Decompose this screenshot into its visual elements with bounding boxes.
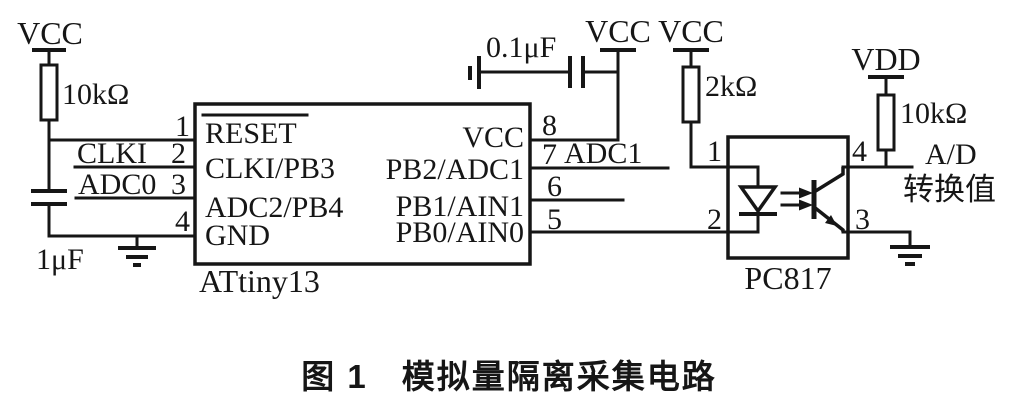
arrow-head	[799, 199, 813, 211]
output-label-line2: 转换值	[903, 172, 996, 207]
vdd-label: VDD	[851, 41, 920, 77]
clki-net-label: CLKI	[77, 137, 147, 170]
mcu-pin-number: 1	[175, 110, 190, 143]
mcu-pin-number: 7	[542, 138, 557, 171]
adc0-net-label: ADC0	[78, 168, 156, 201]
capacitor-reset-value: 1μF	[36, 243, 84, 276]
capacitor-decoupling-value: 0.1μF	[486, 31, 556, 64]
mcu-pin-label-vcc: VCC	[462, 121, 524, 154]
mcu-pin-number: 5	[547, 203, 562, 236]
ground-symbol-left	[118, 234, 156, 267]
mcu-name: ATtiny13	[199, 263, 320, 299]
mcu-pin-label-reset: RESET	[205, 117, 297, 150]
arrow-head	[799, 187, 813, 199]
resistor-body	[681, 65, 701, 124]
opto-pin-number-collector: 4	[852, 135, 867, 168]
capacitor-reset: 1μF	[31, 189, 84, 276]
phototransistor-symbol	[811, 167, 845, 232]
mcu-pin-number: 6	[547, 170, 562, 203]
mcu-pin-label-clki-pb3: CLKI/PB3	[205, 152, 335, 185]
mcu-pin-label-pb0-ain0: PB0/AIN0	[396, 216, 524, 249]
led-triangle	[737, 185, 779, 215]
resistor-reset-value: 10kΩ	[62, 78, 129, 111]
capacitor-decoupling: 0.1μF	[468, 31, 620, 89]
adc1-net-label: ADC1	[564, 137, 642, 170]
figure-caption: 图 1 模拟量隔离采集电路	[0, 350, 1018, 398]
ground-symbol-right	[890, 230, 930, 266]
mcu-pin-number: 8	[542, 109, 557, 142]
vcc-led-power-symbol: VCC	[658, 13, 724, 69]
resistor-reset: 10kΩ	[39, 63, 129, 122]
transistor-collector	[813, 167, 845, 194]
opto-pin-number-cathode: 2	[707, 203, 722, 236]
vcc-mcu-label: VCC	[585, 13, 651, 49]
mcu-pin-label-pb2-adc1: PB2/ADC1	[386, 153, 524, 186]
opto-outline	[726, 135, 850, 260]
vcc-reset-label: VCC	[17, 15, 83, 51]
mcu-pin-label-gnd: GND	[205, 219, 270, 252]
mcu-outline	[193, 102, 532, 266]
mcu-attiny13: 1 2 3 4 RESET CLKI/PB3 ADC2/PB4 GND VCC …	[171, 102, 562, 299]
resistor-led-value: 2kΩ	[705, 70, 757, 103]
resistor-body	[39, 63, 59, 122]
opto-name: PC817	[744, 260, 831, 296]
emitter-arrow-head	[825, 215, 837, 226]
vdd-power-symbol: VDD	[851, 41, 921, 97]
opto-pin-number-anode: 1	[707, 135, 722, 168]
optocoupler-pc817: 1 2 4 3	[707, 135, 870, 296]
mcu-pin-number: 3	[171, 168, 186, 201]
vcc-led-label: VCC	[658, 13, 724, 49]
wire-to-opto-anode	[689, 120, 730, 169]
opto-pin-number-emitter: 3	[855, 203, 870, 236]
mcu-pin-number: 4	[175, 205, 190, 238]
led-symbol	[726, 165, 779, 234]
vcc-mcu-power-symbol: VCC	[585, 13, 651, 52]
resistor-body	[876, 93, 896, 152]
schematic-canvas: VCC 10kΩ 1μF CLKI ADC0	[17, 13, 996, 299]
figure-caption-title: 模拟量隔离采集电路	[401, 358, 717, 395]
figure-caption-number: 图 1	[301, 358, 368, 395]
light-arrows-icon	[780, 187, 813, 211]
mcu-pin-label-adc2-pb4: ADC2/PB4	[205, 191, 343, 224]
output-label-line1: A/D	[925, 138, 977, 171]
mcu-pin-label-pb1-ain1: PB1/AIN1	[396, 190, 524, 223]
vcc-reset-power-symbol: VCC	[17, 15, 83, 67]
mcu-pin-number: 2	[171, 137, 186, 170]
resistor-pullup-value: 10kΩ	[900, 97, 967, 130]
resistor-led: 2kΩ	[681, 65, 757, 124]
resistor-pullup: 10kΩ	[876, 93, 967, 152]
